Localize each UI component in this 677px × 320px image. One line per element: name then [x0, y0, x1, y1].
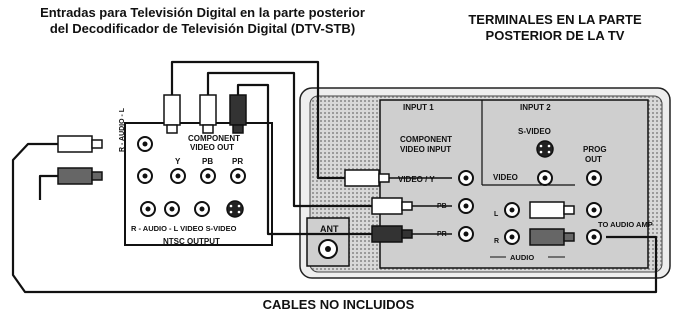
stb-heading-line2: del Decodificador de Televisión Digital … — [49, 21, 356, 36]
cables — [11, 60, 658, 294]
stb-panel: R - AUDIO - L COMPONENT VIDEO OUT Y PB P… — [119, 107, 273, 246]
stb-ntsc-output-label: NTSC OUTPUT — [163, 237, 220, 246]
cable-audio-loop — [11, 142, 658, 294]
stb-heading: Entradas para Televisión Digital en la p… — [0, 5, 405, 37]
cable-video-y — [170, 60, 345, 180]
tv-audio-l-label: L — [494, 211, 499, 218]
tv-video-label: VIDEO — [493, 173, 518, 182]
tv-cable-leads — [389, 177, 452, 235]
stb-pr-label: PR — [232, 157, 243, 166]
stb-y-label: Y — [175, 157, 181, 166]
stb-component-label-2: VIDEO OUT — [190, 143, 234, 152]
plug-y — [163, 94, 181, 126]
stb-heading-line1: Entradas para Televisión Digital en la p… — [40, 5, 365, 20]
tv-heading-line1: TERMINALES EN LA PARTE — [468, 12, 642, 27]
tv-svideo-jack[interactable] — [536, 140, 554, 158]
cable-audio-short — [38, 174, 58, 200]
tv-input1-label: INPUT 1 — [403, 103, 434, 112]
plug-tv-pr — [371, 225, 403, 243]
stb-ntsc-row-label: R - AUDIO - L VIDEO S-VIDEO — [131, 224, 237, 233]
stb-audio-label: R - AUDIO - L — [119, 107, 126, 152]
cables-not-included-caption: CABLES NO INCLUIDOS — [262, 297, 415, 312]
tv-video-y-label: VIDEO / Y — [398, 175, 435, 184]
ant-label: ANT — [320, 224, 339, 234]
tv-heading: TERMINALES EN LA PARTE POSTERIOR DE LA T… — [440, 12, 670, 44]
plug-pr — [229, 94, 247, 126]
plug-pb — [199, 94, 217, 126]
tv-input-labels: INPUT 1 INPUT 2 COMPONENT VIDEO INPUT VI… — [398, 103, 653, 262]
cable-plugs — [57, 94, 575, 246]
tv-input2-label: INPUT 2 — [520, 103, 551, 112]
tv-svideo-label: S-VIDEO — [518, 127, 551, 136]
stb-svideo-jack[interactable] — [226, 200, 244, 218]
cable-pr — [236, 83, 372, 236]
cable-pb — [206, 71, 372, 208]
plug-audio-l — [57, 135, 93, 153]
plug-tv-audio-l — [529, 201, 565, 219]
tv-back-panel — [299, 87, 671, 279]
plug-audio-r — [57, 167, 93, 185]
plug-tv-y — [344, 169, 380, 187]
tv-audio-r-label: R — [494, 238, 499, 245]
tv-jacks — [458, 140, 602, 245]
tv-component-label-1: COMPONENT — [400, 135, 452, 144]
tv-component-label-2: VIDEO INPUT — [400, 145, 451, 154]
tv-prog-label-1: PROG — [583, 145, 607, 154]
tv-to-audio-amp-label: TO AUDIO AMP — [598, 220, 653, 229]
tv-prog-label-2: OUT — [585, 155, 602, 164]
stb-pb-label: PB — [202, 157, 213, 166]
antenna-box: ANT — [306, 217, 350, 267]
stb-component-label-1: COMPONENT — [188, 134, 240, 143]
tv-audio-label: AUDIO — [510, 253, 534, 262]
tv-heading-line2: POSTERIOR DE LA TV — [485, 28, 625, 43]
plug-tv-audio-r — [529, 228, 565, 246]
plug-tv-pb — [371, 197, 403, 215]
